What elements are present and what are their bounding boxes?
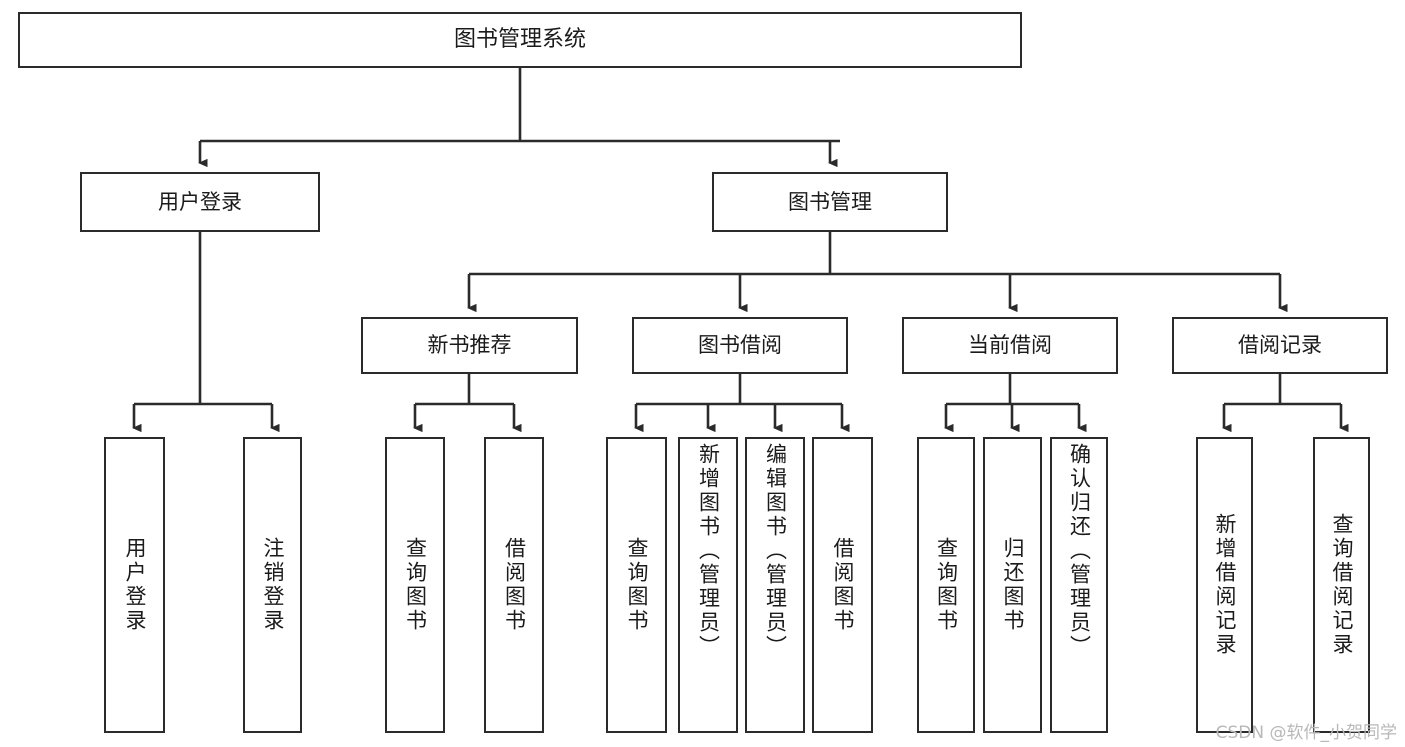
leaf-query-borrow-record-label: 查询借阅记录 — [1330, 513, 1354, 657]
node-book-management-label: 图书管理 — [788, 189, 872, 214]
leaf-user-login-label: 用户登录 — [123, 537, 147, 633]
node-book-management[interactable]: 图书管理 — [712, 172, 948, 232]
leaf-query-book-recommend-label: 查询图书 — [403, 537, 428, 633]
leaf-add-borrow-record-label: 新增借阅记录 — [1213, 513, 1237, 657]
leaf-query-borrow-record[interactable]: 查询借阅记录 — [1313, 437, 1370, 733]
leaf-query-book-current-label: 查询图书 — [934, 537, 959, 633]
leaf-logout[interactable]: 注销登录 — [243, 437, 302, 733]
leaf-add-book-admin[interactable]: 新增图书（管理员） — [678, 437, 738, 733]
node-root[interactable]: 图书管理系统 — [18, 12, 1022, 68]
leaf-query-book-borrow-label: 查询图书 — [625, 537, 649, 633]
node-new-book-recommend[interactable]: 新书推荐 — [361, 317, 578, 374]
node-user-login-label: 用户登录 — [158, 189, 242, 214]
node-book-borrow[interactable]: 图书借阅 — [632, 317, 848, 374]
leaf-add-borrow-record[interactable]: 新增借阅记录 — [1196, 437, 1253, 733]
node-current-borrow-label: 当前借阅 — [968, 333, 1052, 358]
node-borrow-record-label: 借阅记录 — [1238, 333, 1322, 358]
node-new-book-recommend-label: 新书推荐 — [427, 333, 512, 358]
node-borrow-record[interactable]: 借阅记录 — [1172, 317, 1388, 374]
leaf-borrow-book-recommend[interactable]: 借阅图书 — [484, 437, 544, 733]
node-user-login[interactable]: 用户登录 — [80, 172, 320, 232]
leaf-return-book-label: 归还图书 — [1001, 537, 1025, 633]
leaf-edit-book-admin[interactable]: 编辑图书（管理员） — [745, 437, 805, 733]
leaf-confirm-return-admin-label: 确认归还（管理员） — [1067, 443, 1092, 659]
leaf-query-book-borrow[interactable]: 查询图书 — [606, 437, 667, 733]
leaf-query-book-current[interactable]: 查询图书 — [917, 437, 975, 733]
watermark-text: CSDN @软件_小贺同学 — [1215, 723, 1397, 743]
leaf-add-book-admin-label: 新增图书（管理员） — [696, 443, 721, 659]
leaf-edit-book-admin-label: 编辑图书（管理员） — [763, 443, 788, 659]
leaf-confirm-return-admin[interactable]: 确认归还（管理员） — [1050, 437, 1108, 733]
leaf-query-book-recommend[interactable]: 查询图书 — [385, 437, 445, 733]
leaf-return-book[interactable]: 归还图书 — [983, 437, 1042, 733]
leaf-borrow-book[interactable]: 借阅图书 — [812, 437, 873, 733]
leaf-logout-label: 注销登录 — [261, 537, 285, 633]
node-current-borrow[interactable]: 当前借阅 — [902, 317, 1118, 374]
leaf-borrow-book-recommend-label: 借阅图书 — [502, 537, 527, 633]
node-book-borrow-label: 图书借阅 — [698, 333, 782, 358]
leaf-user-login[interactable]: 用户登录 — [104, 437, 165, 733]
leaf-borrow-book-label: 借阅图书 — [831, 537, 855, 633]
node-root-label: 图书管理系统 — [453, 27, 586, 53]
